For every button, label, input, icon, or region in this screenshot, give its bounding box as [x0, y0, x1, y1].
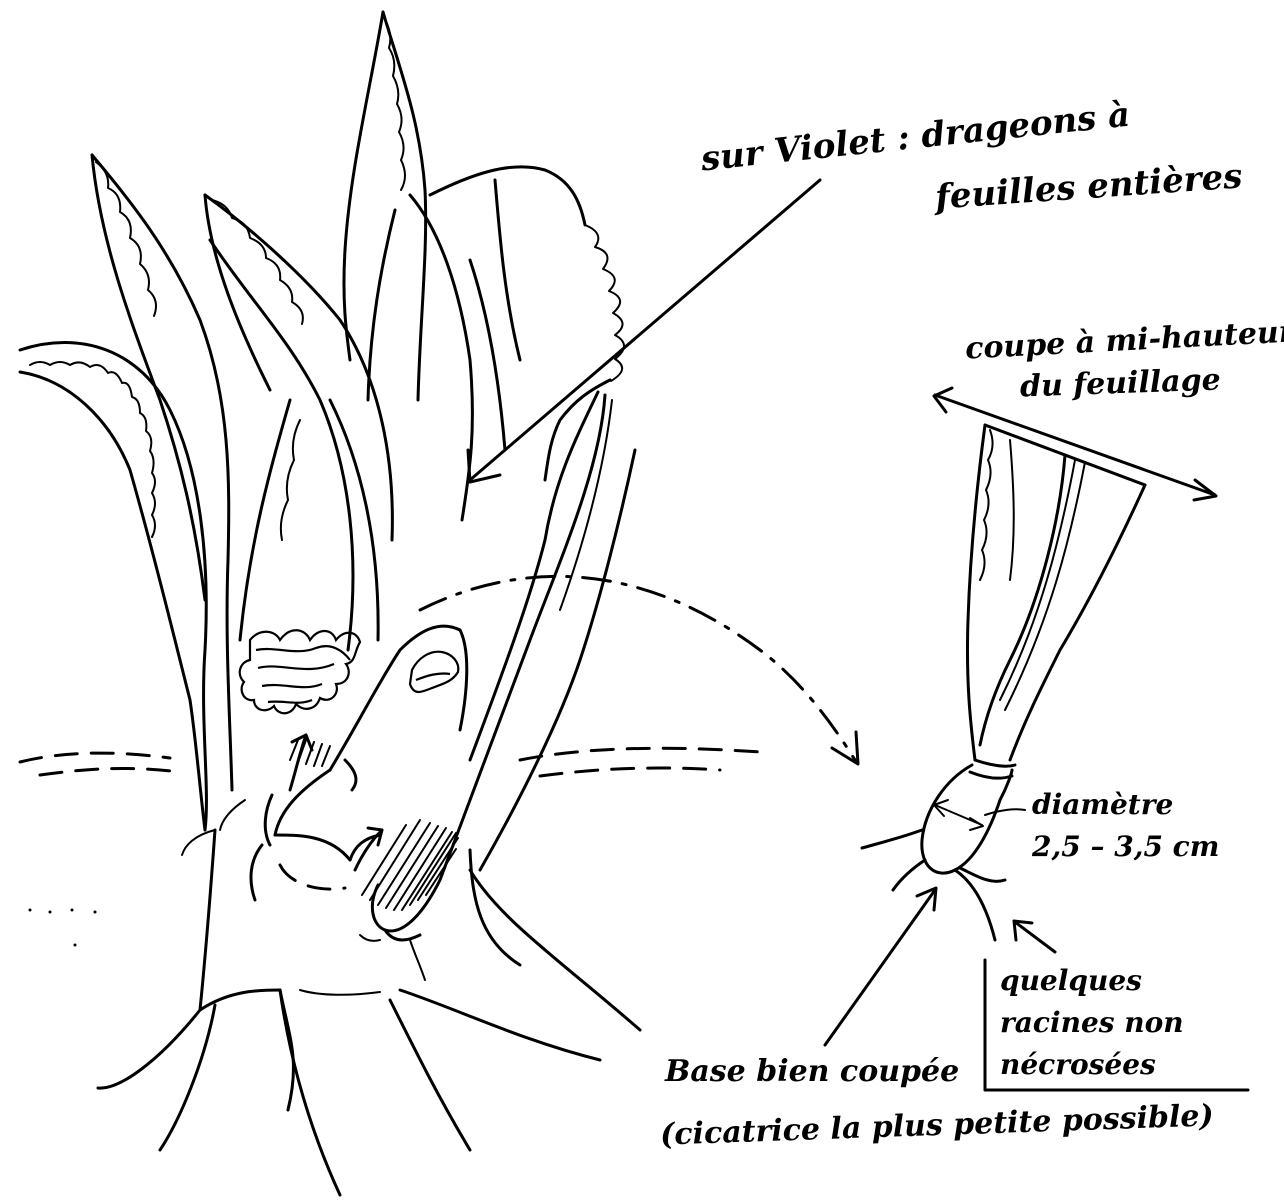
hatched-zones	[290, 740, 458, 910]
annotation-arrow-top	[468, 180, 820, 482]
cut-line-arrow	[934, 388, 1216, 500]
offshoot-center	[265, 626, 467, 860]
leaves-left	[20, 155, 392, 830]
annotation-roots-line2: racines non	[1000, 1008, 1184, 1037]
annotation-roots-line3: nécrosées	[1000, 1050, 1156, 1079]
specks	[29, 909, 97, 947]
annotation-diameter-line2: 2,5 – 3,5 cm	[1032, 832, 1219, 861]
mother-plant-drawing	[20, 12, 858, 1195]
ground-line	[20, 748, 760, 776]
annotation-roots-line1: quelques	[1000, 966, 1142, 995]
annotation-base-line1: Base bien coupée	[665, 1056, 959, 1088]
cut-arrows	[290, 735, 382, 870]
annotation-cut-line2: du feuillage	[1020, 365, 1222, 403]
annotation-diameter-line1: diamètre	[1032, 790, 1173, 819]
detail-arrow	[420, 576, 858, 764]
